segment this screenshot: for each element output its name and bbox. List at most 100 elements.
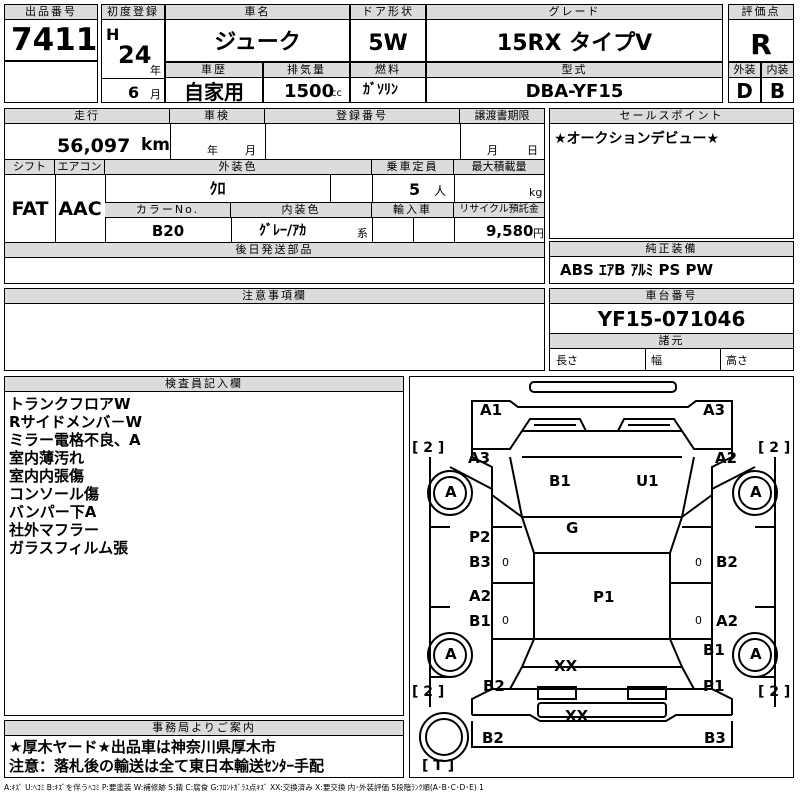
history-cell: 車歴 自家用 xyxy=(165,62,263,103)
chassis-number-label: 車台番号 xyxy=(550,289,793,304)
color-number-label: カラーNo. xyxy=(105,203,231,218)
door-type-value: 5W xyxy=(368,31,408,56)
car-name-label: 車名 xyxy=(166,5,349,20)
rear-right-tire-bracket: [ 2 ] xyxy=(758,684,791,700)
office-notice-line-2: 注意：落札後の輸送は全て東日本輸送ｾﾝﾀｰ手配 xyxy=(9,757,325,775)
ac-label: エアコン xyxy=(55,160,105,175)
inspection-month-unit: 月 xyxy=(245,144,256,157)
door-type-cell: ドア形状 5W xyxy=(350,4,426,62)
sales-point-cell: セールスポイント ★オークションデビュー★ xyxy=(549,108,794,239)
interior-score-value: B xyxy=(769,79,786,103)
right-fender-mark: A2 xyxy=(715,449,738,467)
era-letter: H xyxy=(106,25,120,44)
recycle-deposit-value: 9,580 xyxy=(486,222,534,240)
fuel-value: ｶﾞｿﾘﾝ xyxy=(363,82,398,98)
spare-tire-bracket: [ T ] xyxy=(422,758,455,774)
right-rear-door-mark: A2 xyxy=(716,612,739,630)
score-label: 評価点 xyxy=(729,5,793,20)
inspector-comment: ミラー電格不良、A xyxy=(9,431,141,449)
notes-label: 注意事項欄 xyxy=(5,289,544,304)
fuel-cell: 燃料 ｶﾞｿﾘﾝ xyxy=(350,62,426,103)
model-cell: 型式 DBA-YF15 xyxy=(426,62,723,103)
model-value: DBA-YF15 xyxy=(525,81,624,102)
grade-cell: グレード 15RX タイプV xyxy=(426,4,723,62)
notes-cell: 注意事項欄 xyxy=(4,288,545,371)
color-number-value: B20 xyxy=(151,222,185,240)
door-type-label: ドア形状 xyxy=(351,5,425,20)
front-left-tire-bracket: [ 2 ] xyxy=(412,440,445,456)
mileage-label: 走行 xyxy=(5,109,170,124)
max-load-label: 最大積載量 xyxy=(454,160,544,175)
max-load-unit: kg xyxy=(529,186,543,199)
history-value: 自家用 xyxy=(184,80,244,103)
interior-score-cell: 内装 B xyxy=(761,62,794,103)
grade-label: グレード xyxy=(427,5,722,20)
inspection-year-unit: 年 xyxy=(207,144,218,157)
lot-number-empty-cell xyxy=(4,61,98,103)
mileage-value: 56,097 xyxy=(57,135,131,157)
interior-color-value: ｸﾞﾚｰ/ｱｶ xyxy=(259,223,307,239)
exterior-color-value: ｸﾛ xyxy=(209,179,226,198)
rear-quarter-right-top-mark: B1 xyxy=(703,641,725,659)
import-car-label: 輸入車 xyxy=(372,203,454,218)
left-rear-door-top-mark: A2 xyxy=(469,587,492,605)
equipment-cell: 純正装備 ABS ｴｱB ｱﾙﾐ PS PW xyxy=(549,241,794,284)
spec-dimensions-label: 諸元 xyxy=(550,333,793,349)
inspector-comment: コンソール傷 xyxy=(9,485,100,503)
legend-text: A:ｷｽﾞ U:ﾍｺﾐ B:ｷｽﾞを伴うﾍｺﾐ P:要塗装 W:補修跡 S:錆 … xyxy=(4,783,484,792)
hood-left-mark: B1 xyxy=(549,472,571,490)
roof-mark: G xyxy=(566,519,579,537)
transfer-deadline-label: 譲渡書期限 xyxy=(460,109,544,124)
later-parts-label: 後日発送部品 xyxy=(5,243,544,258)
shift-label: シフト xyxy=(5,160,55,175)
month-unit: 月 xyxy=(150,88,161,101)
interior-color-label: 内装色 xyxy=(231,203,372,218)
left-front-door-zero: 0 xyxy=(502,556,509,569)
right-rear-door-zero: 0 xyxy=(695,614,702,627)
rear-left-wheel-mark: A xyxy=(445,645,457,663)
rear-left-bumper-mark: B2 xyxy=(482,729,504,747)
transfer-month-unit: 月 xyxy=(487,144,498,157)
exterior-score-cell: 外装 D xyxy=(728,62,761,103)
length-label: 長さ xyxy=(556,354,578,367)
lot-number-label: 出品番号 xyxy=(5,5,97,20)
right-front-door-mark: B2 xyxy=(716,553,738,571)
displacement-unit: cc xyxy=(331,88,342,99)
equipment-label: 純正装備 xyxy=(550,242,793,257)
inspector-comment: 室内薄汚れ xyxy=(9,449,85,467)
inspector-comments-list: トランクフロアW Rサイドメンバ－W ミラー電格不良、A 室内薄汚れ 室内内張傷… xyxy=(9,395,142,557)
office-notice-cell: 事務局よりご案内 ★厚木ヤード★出品車は神奈川県厚木市 注意：落札後の輸送は全て… xyxy=(4,720,404,778)
ac-value: AAC xyxy=(58,198,102,220)
model-label: 型式 xyxy=(427,63,722,78)
inspector-comment: Rサイドメンバ－W xyxy=(9,413,143,431)
lot-number-value: 74118 xyxy=(11,22,98,58)
score-cell: 評価点 R xyxy=(728,4,794,62)
inspector-comment: バンパー下A xyxy=(9,503,97,521)
left-front-door-top-mark: P2 xyxy=(469,528,491,546)
sales-point-text: ★オークションデビュー★ xyxy=(554,131,720,147)
front-left-bumper-mark: A1 xyxy=(480,401,503,419)
office-notice-label: 事務局よりご案内 xyxy=(5,721,403,736)
grade-value: 15RX タイプV xyxy=(496,31,653,56)
rear-bumper-mark: XX xyxy=(565,707,589,725)
score-value: R xyxy=(750,28,772,61)
height-label: 高さ xyxy=(726,354,748,367)
rear-left-tire-bracket: [ 2 ] xyxy=(412,684,445,700)
fuel-label: 燃料 xyxy=(351,63,425,78)
capacity-value: 5 xyxy=(409,180,421,199)
inspector-comments-label: 検査員記入欄 xyxy=(5,377,403,392)
inspector-comment: 室内内張傷 xyxy=(9,467,85,485)
front-right-tire-bracket: [ 2 ] xyxy=(758,440,791,456)
cabin-mark: P1 xyxy=(593,588,615,606)
car-outline-diagram xyxy=(419,381,778,762)
history-label: 車歴 xyxy=(166,63,262,78)
inspector-comment: トランクフロアW xyxy=(9,395,131,413)
registration-year: 24 xyxy=(118,41,152,69)
inspector-comments-cell: 検査員記入欄 トランクフロアW Rサイドメンバ－W ミラー電格不良、A 室内薄汚… xyxy=(4,376,404,716)
exterior-color-label: 外装色 xyxy=(105,160,372,175)
year-unit: 年 xyxy=(150,64,161,77)
shift-value: FAT xyxy=(11,198,49,220)
exterior-score-label: 外装 xyxy=(729,63,760,78)
transfer-day-unit: 日 xyxy=(527,144,538,157)
damage-diagram-cell: A1 A3 A3 A2 B1 U1 G P2 B3 0 0 B2 A2 B1 0… xyxy=(409,376,794,778)
